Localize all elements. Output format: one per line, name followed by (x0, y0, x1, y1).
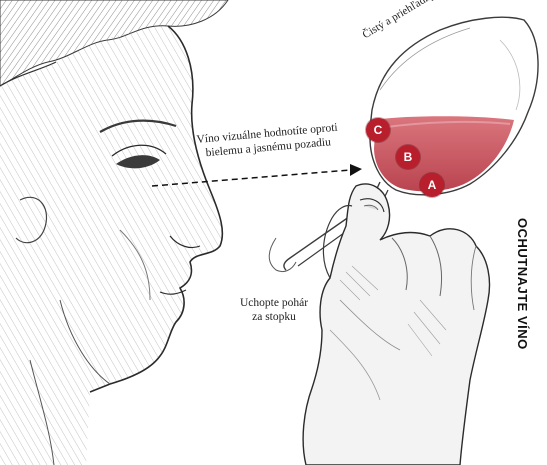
marker-c: C (366, 118, 390, 142)
marker-a: A (420, 173, 444, 197)
side-title: OCHUTNAJTE VÍNO (515, 218, 530, 350)
marker-b: B (396, 145, 420, 169)
hand-drawing (303, 184, 489, 465)
face-profile-drawing (0, 26, 222, 465)
stem-grip-label: Uchopte pohár za stopku (240, 296, 308, 324)
